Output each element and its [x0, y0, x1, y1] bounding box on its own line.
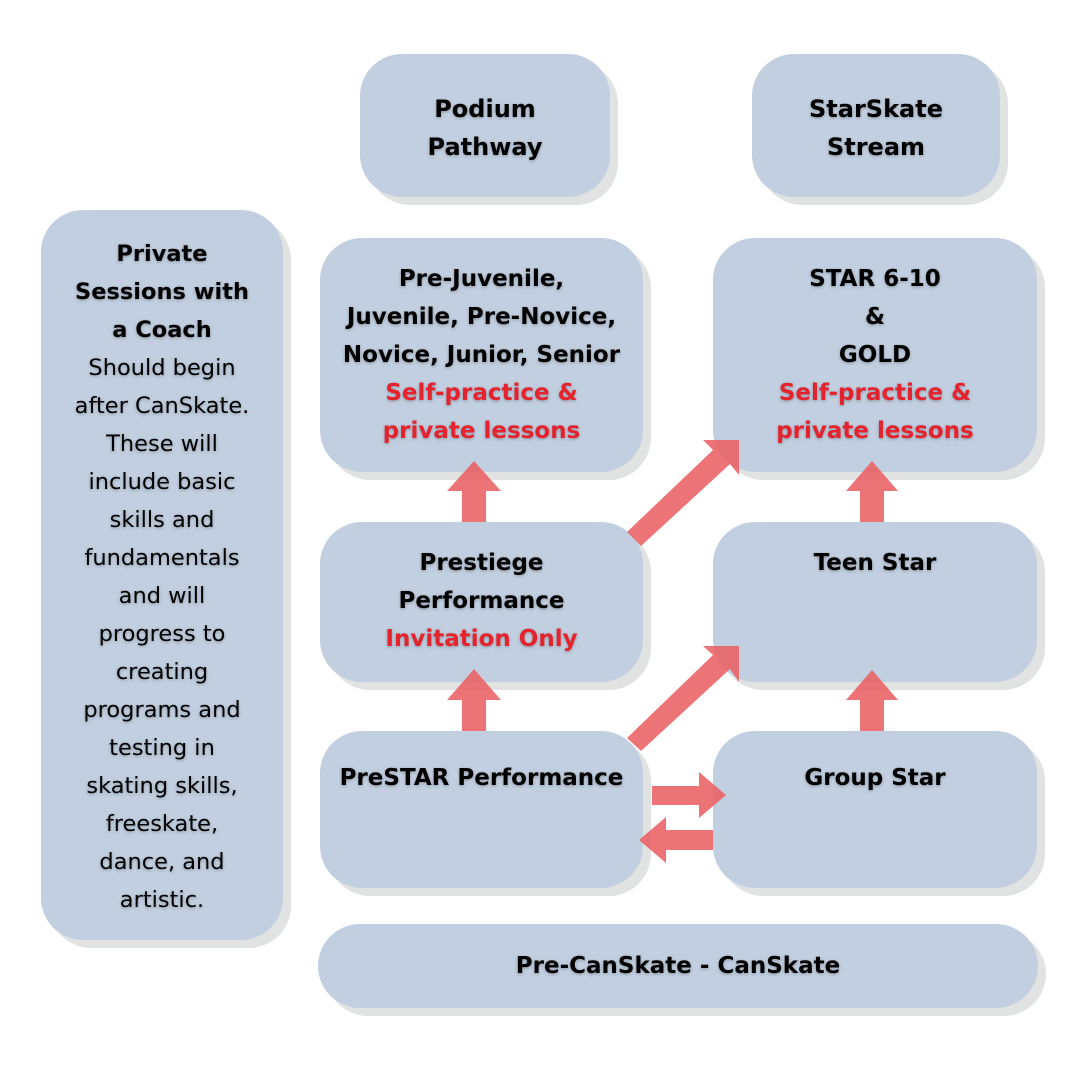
prestiege-note: Invitation Only [385, 626, 578, 652]
private-body-line-3: These will [106, 431, 218, 457]
private-body-line-9: creating [115, 659, 209, 685]
podium-levels-box: Pre-Juvenile, Juvenile, Pre-Novice, Novi… [320, 238, 643, 472]
star-gold-note-1: Self-practice & [778, 380, 972, 406]
prestiege-line-1: Prestiege [419, 550, 544, 576]
arrow-groupstar-to-prestar [639, 817, 713, 863]
private-body-line-12: skating skills, [86, 773, 238, 799]
podium-levels-line-2: Juvenile, Pre-Novice, [346, 304, 617, 330]
star-gold-line-3: GOLD [838, 342, 912, 368]
private-body-line-7: and will [118, 583, 206, 609]
private-sessions-box: Private Sessions with a Coach Should beg… [41, 210, 283, 940]
star-gold-box: STAR 6-10 & GOLD Self-practice & private… [713, 238, 1037, 472]
canskate-title: Pre-CanSkate - CanSkate [515, 953, 841, 979]
private-body-line-2: after CanSkate. [74, 393, 250, 419]
private-title-line-3: a Coach [112, 317, 212, 343]
canskate-box: Pre-CanSkate - CanSkate [318, 924, 1038, 1008]
starskate-stream-header: StarSkate Stream [752, 54, 1000, 197]
private-body-line-14: dance, and [99, 849, 225, 875]
podium-header-line-1: Podium [434, 95, 536, 123]
podium-levels-note-1: Self-practice & [385, 380, 578, 406]
podium-pathway-header: Podium Pathway [360, 54, 610, 197]
private-body-line-13: freeskate, [105, 811, 219, 837]
star-gold-note-2: private lessons [776, 418, 974, 444]
star-gold-line-1: STAR 6-10 [809, 266, 941, 292]
private-body-line-11: testing in [109, 735, 215, 761]
group-star-title: Group Star [804, 765, 946, 791]
prestar-performance-box: PreSTAR Performance [320, 731, 643, 888]
private-body-line-5: skills and [109, 507, 215, 533]
starskate-header-line-1: StarSkate [809, 95, 943, 123]
private-body-line-6: fundamentals [84, 545, 240, 571]
private-title-line-1: Private [116, 241, 208, 267]
podium-header-line-2: Pathway [427, 133, 543, 161]
prestiege-line-2: Performance [398, 588, 565, 614]
private-body-line-1: Should begin [88, 355, 236, 381]
prestar-title: PreSTAR Performance [339, 765, 624, 791]
teen-star-box: Teen Star [713, 522, 1037, 682]
star-gold-line-2: & [864, 304, 886, 330]
podium-levels-line-1: Pre-Juvenile, [398, 266, 565, 292]
teen-star-title: Teen Star [813, 550, 937, 576]
private-body-line-4: include basic [88, 469, 236, 495]
private-body-line-15: artistic. [119, 887, 205, 913]
podium-levels-note-2: private lessons [382, 418, 581, 444]
private-body-line-8: progress to [98, 621, 226, 647]
group-star-box: Group Star [713, 731, 1037, 888]
starskate-header-line-2: Stream [826, 133, 926, 161]
podium-levels-line-3: Novice, Junior, Senior [342, 342, 621, 368]
prestiege-performance-box: Prestiege Performance Invitation Only [320, 522, 643, 682]
private-title-line-2: Sessions with [75, 279, 249, 305]
private-body-line-10: programs and [83, 697, 241, 723]
